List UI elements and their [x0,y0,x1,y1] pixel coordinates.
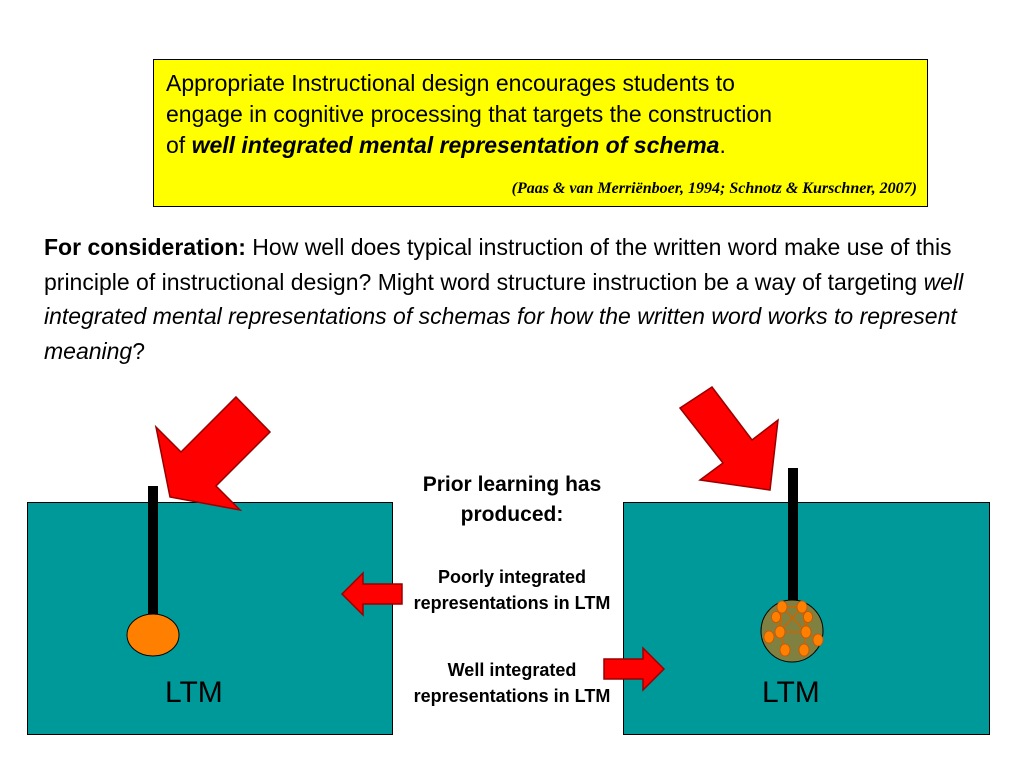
well-integrated-text: Well integrated representations in LTM [413,660,611,706]
left-diagonal-arrow-icon [154,395,272,512]
quote-box: Appropriate Instructional design encoura… [153,59,928,207]
consideration-label: For consideration: [44,234,246,260]
ltm-label-left: LTM [165,676,223,709]
schema-network-icon [760,599,824,663]
quote-line-2: engage in cognitive processing that targ… [166,101,773,127]
quote-line-3-prefix: of [166,132,192,158]
quote-line-1: Appropriate Instructional design encoura… [166,70,735,96]
well-integrated-arrow-icon [603,646,666,692]
quote-emphasis: well integrated mental representation of… [191,132,720,158]
quote-citation: (Paas & van Merriënboer, 1994; Schnotz &… [511,180,917,197]
ltm-label-right: LTM [762,676,820,709]
consideration-suffix: ? [132,337,146,364]
consideration-emphasis: well integrated mental representations o… [44,268,964,364]
consideration-text: How well does typical instruction of the… [44,234,952,295]
quote-text: Appropriate Instructional design encoura… [166,68,915,161]
prior-learning-heading: Prior learning has produced: [422,473,602,526]
poorly-integrated-text: Poorly integrated representations in LTM [413,567,611,613]
ltm-panel-left [27,502,393,735]
consideration-paragraph: For consideration: How well does typical… [44,230,984,368]
poorly-integrated-arrow-icon [340,571,403,617]
right-diagonal-arrow-icon [678,385,779,491]
left-orange-node-icon [126,613,180,657]
quote-line-3-suffix: . [719,132,726,158]
